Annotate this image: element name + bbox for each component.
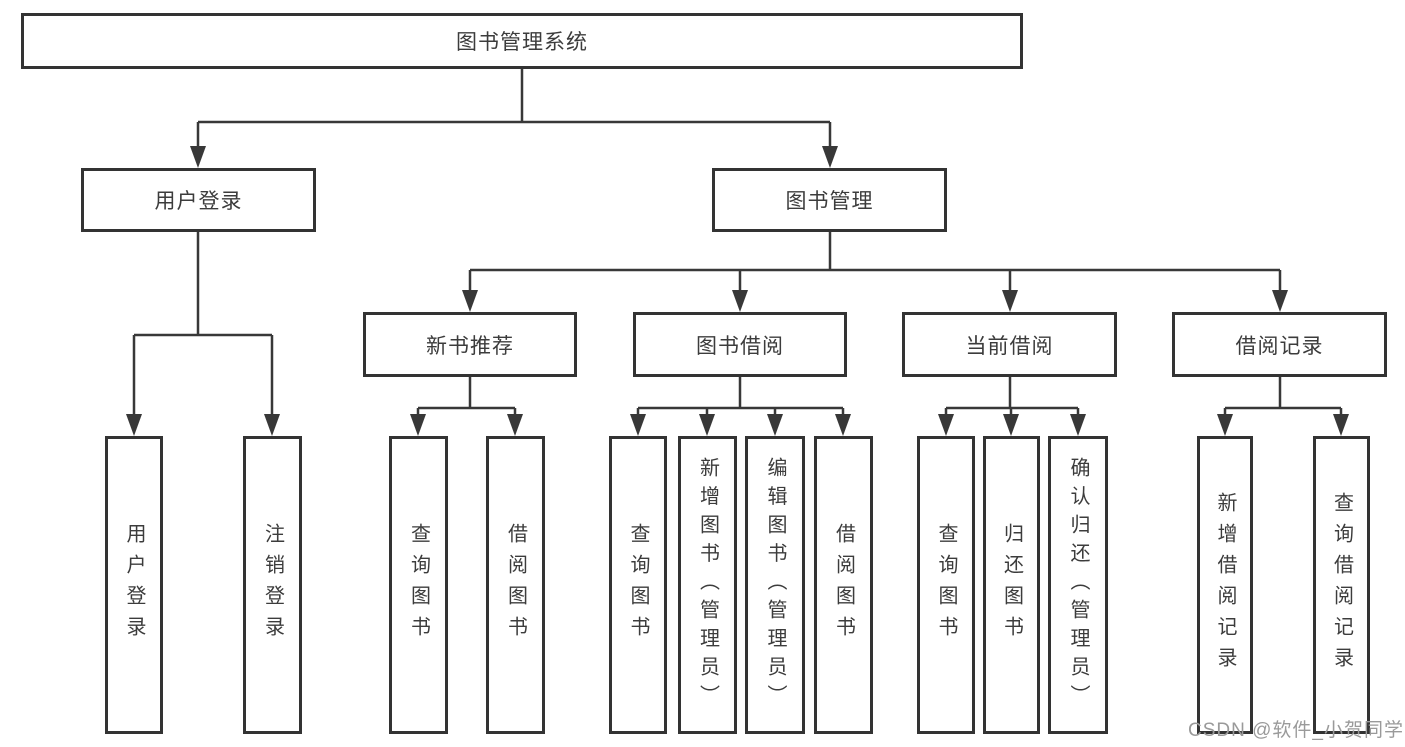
leaf-label: 新增借阅记录 bbox=[1214, 492, 1236, 678]
leaf-label: 新增图书（管理员） bbox=[696, 457, 719, 713]
leaf-add-borrow-record: 新增借阅记录 bbox=[1197, 436, 1253, 734]
node-new-book-recommend: 新书推荐 bbox=[363, 312, 577, 377]
node-label: 图书借阅 bbox=[696, 334, 784, 358]
leaf-add-book-admin: 新增图书（管理员） bbox=[678, 436, 737, 734]
leaf-label: 借阅图书 bbox=[832, 523, 855, 647]
leaf-label: 查询图书 bbox=[407, 523, 430, 647]
leaf-return-books: 归还图书 bbox=[983, 436, 1040, 734]
leaf-label: 归还图书 bbox=[1000, 523, 1023, 647]
node-label: 用户登录 bbox=[154, 190, 243, 213]
node-label: 新书推荐 bbox=[426, 334, 514, 358]
leaf-query-books-borrowing: 查询图书 bbox=[609, 436, 667, 734]
node-label: 借阅记录 bbox=[1235, 334, 1324, 358]
leaf-label: 查询图书 bbox=[627, 523, 649, 647]
leaf-query-books-current: 查询图书 bbox=[917, 436, 975, 734]
leaf-logout: 注销登录 bbox=[243, 436, 302, 734]
leaf-label: 确认归还（管理员） bbox=[1067, 457, 1089, 713]
node-borrow-records: 借阅记录 bbox=[1172, 312, 1387, 377]
node-label: 图书管理 bbox=[785, 190, 874, 213]
node-label: 图书管理系统 bbox=[456, 31, 588, 54]
leaf-user-login: 用户登录 bbox=[105, 436, 163, 734]
leaf-edit-book-admin: 编辑图书（管理员） bbox=[745, 436, 805, 734]
node-book-management: 图书管理 bbox=[712, 168, 947, 232]
leaf-label: 编辑图书（管理员） bbox=[764, 457, 786, 713]
leaf-label: 查询图书 bbox=[935, 523, 957, 647]
leaf-label: 借阅图书 bbox=[504, 523, 527, 647]
node-user-login: 用户登录 bbox=[81, 168, 316, 232]
node-label: 当前借阅 bbox=[965, 334, 1054, 358]
leaf-confirm-return-admin: 确认归还（管理员） bbox=[1048, 436, 1108, 734]
node-book-borrowing: 图书借阅 bbox=[633, 312, 847, 377]
leaf-borrow-books-borrowing: 借阅图书 bbox=[814, 436, 873, 734]
node-root: 图书管理系统 bbox=[21, 13, 1023, 69]
leaf-query-books-recommend: 查询图书 bbox=[389, 436, 448, 734]
leaf-borrow-books-recommend: 借阅图书 bbox=[486, 436, 545, 734]
leaf-query-borrow-record: 查询借阅记录 bbox=[1313, 436, 1370, 734]
leaf-label: 用户登录 bbox=[123, 523, 145, 647]
node-current-borrowing: 当前借阅 bbox=[902, 312, 1117, 377]
csdn-watermark: CSDN @软件_小贺同学 bbox=[1188, 720, 1404, 741]
leaf-label: 查询借阅记录 bbox=[1330, 492, 1353, 678]
leaf-label: 注销登录 bbox=[261, 523, 284, 647]
